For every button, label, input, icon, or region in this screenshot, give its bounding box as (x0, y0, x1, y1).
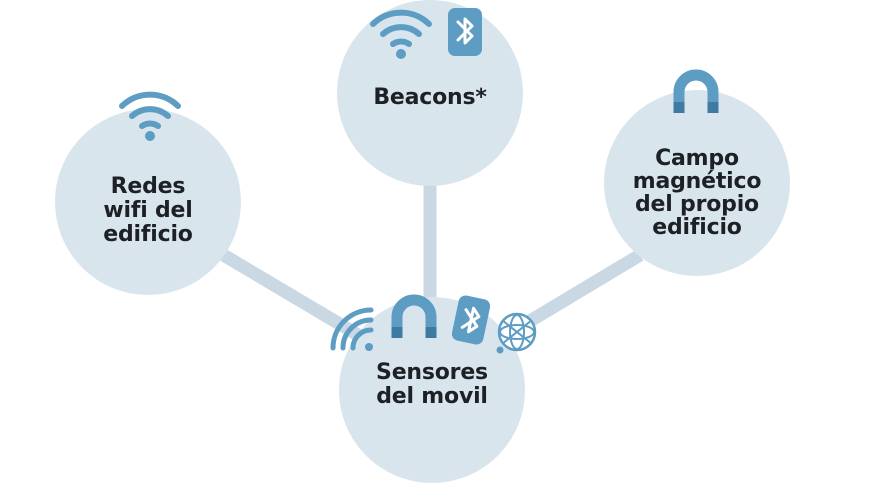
magnet-icon (391, 294, 437, 338)
node-magnetic-label: Campo magnético del propio edificio (632, 146, 762, 240)
node-beacons: Beacons* (337, 0, 523, 186)
bluetooth-icon (451, 295, 491, 345)
compass-icon (496, 312, 537, 354)
node-sensors-label: Sensores del movil (376, 360, 488, 409)
network-diagram: Redes wifi del edificio Beacons* Campo m… (55, 0, 790, 483)
node-wifi-label: Redes wifi del edificio (103, 174, 193, 247)
node-beacons-label: Beacons* (373, 85, 487, 110)
wifi-icon (330, 307, 374, 351)
wifi-icon (370, 9, 432, 59)
magnet-icon (673, 69, 719, 113)
wifi-icon (119, 91, 181, 141)
link-magnetic-sensors (511, 249, 644, 336)
bluetooth-icon (448, 8, 482, 56)
node-magnetic-field: Campo magnético del propio edificio (604, 90, 790, 276)
